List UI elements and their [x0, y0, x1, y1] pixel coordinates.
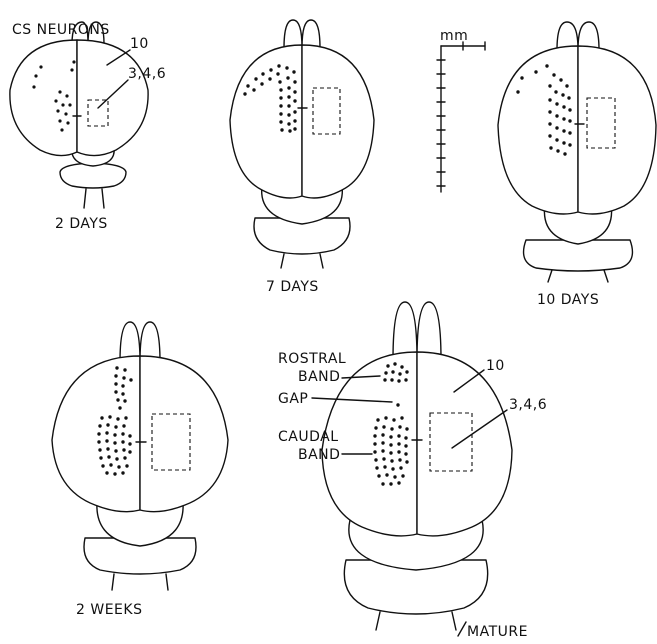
- brain-2-weeks-spinal-cord: [112, 574, 168, 590]
- brain-mature-age-label: MATURE: [467, 624, 528, 639]
- brain-mature-area-10-label: 10: [486, 358, 505, 374]
- brain-mature-band1-label: BAND: [298, 369, 340, 385]
- brain-2-days-area-346-label: 3,4,6: [128, 66, 166, 82]
- brain-2-days-right-hemisphere: [77, 40, 148, 156]
- brain-10-days-right-hemisphere: [578, 46, 656, 214]
- brain-2-days-age-label: 2 DAYS: [55, 216, 108, 232]
- brain-7-days-spinal-cord: [281, 254, 323, 268]
- brain-2-days-left-hemisphere: [10, 40, 77, 156]
- brain-mature-leader-mature: [458, 622, 466, 636]
- scale-bar-unit: mm: [440, 28, 468, 44]
- brain-mature-band2-label: BAND: [298, 447, 340, 463]
- brain-mature-rostral-label: ROSTRAL: [278, 351, 346, 367]
- brain-7-days-olfactory-bulbs: [284, 20, 320, 48]
- brain-mature-right-hemisphere: [417, 352, 512, 536]
- brain-mature-area-346-label: 3,4,6: [509, 397, 547, 413]
- brain-7-days-left-hemisphere: [230, 45, 302, 198]
- brain-2-days-brainstem: [60, 163, 126, 188]
- brain-2-weeks-right-hemisphere: [140, 356, 228, 512]
- scale-bar-ticks: [437, 42, 485, 186]
- brain-7-days-age-label: 7 DAYS: [266, 279, 319, 295]
- brain-2-weeks-left-hemisphere: [52, 356, 140, 512]
- brain-mature-caudal-label: CAUDAL: [278, 429, 339, 445]
- brain-10-days-spinal-cord: [548, 270, 608, 282]
- figure-title: CS NEURONS: [12, 22, 110, 38]
- brain-10-days-left-hemisphere: [498, 46, 578, 214]
- brain-mature-gap-dot: [396, 403, 399, 406]
- scale-bar: mm: [437, 28, 485, 192]
- brain-mature-gap-label: GAP: [278, 391, 308, 407]
- brain-mature: ROSTRAL BAND GAP CAUDAL BAND 10 3,4,6 MA…: [278, 302, 547, 639]
- brain-2-days: CS NEURONS 10 3,4,6 2 DAYS: [10, 22, 166, 232]
- brain-2-weeks: 2 WEEKS: [52, 322, 228, 618]
- brain-10-days-age-label: 10 DAYS: [537, 292, 599, 308]
- brain-10-days: 10 DAYS: [498, 22, 656, 308]
- brain-2-weeks-age-label: 2 WEEKS: [76, 602, 142, 618]
- brain-2-days-spinal-cord: [84, 189, 104, 208]
- brain-2-days-area-10-label: 10: [130, 36, 149, 52]
- brain-7-days: 7 DAYS: [230, 20, 374, 295]
